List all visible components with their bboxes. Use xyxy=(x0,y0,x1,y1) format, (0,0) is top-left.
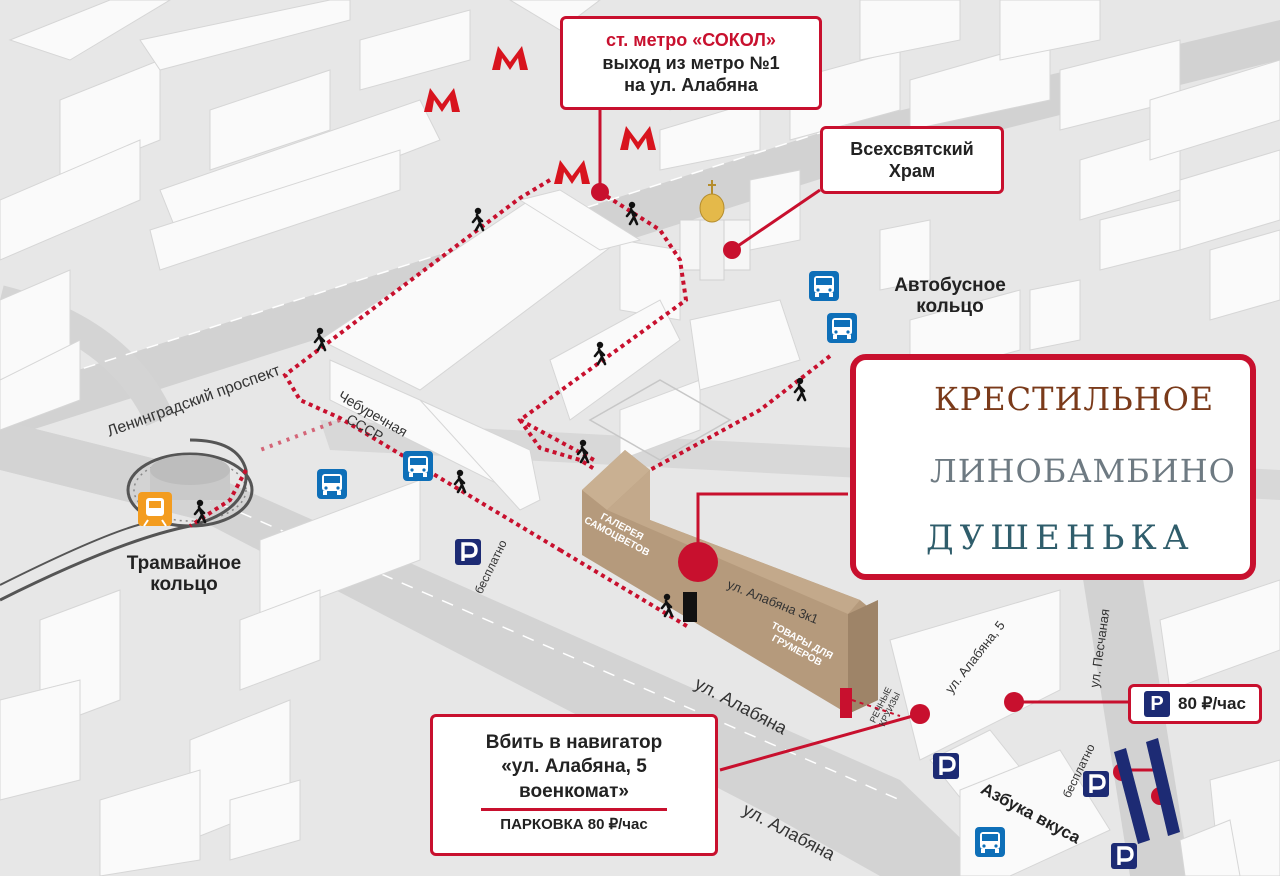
parking-strips xyxy=(1114,738,1180,844)
brand-linobambino: ЛИНОБАМБИНО xyxy=(930,452,1236,490)
tram-stop-icon xyxy=(138,492,172,527)
navigator-line-2: «ул. Алабяна, 5 xyxy=(501,756,647,778)
metro-exit-street: на ул. Алабяна xyxy=(624,75,758,95)
target-building xyxy=(582,450,878,718)
paid-parking-callout: P 80 ₽/час xyxy=(1128,684,1262,724)
brand-dushenka-name: ДУШЕНЬКА xyxy=(926,518,1195,558)
metro-station-name: ст. метро «СОКОЛ» xyxy=(606,30,776,50)
church-building xyxy=(679,180,751,281)
church-callout: Всехсвятский Храм xyxy=(820,126,1004,194)
tram-ring-label: Трамвайное кольцо xyxy=(126,553,242,595)
brand-dushenka: ДУШЕНЬКА xyxy=(926,518,1194,558)
navigator-divider xyxy=(481,807,667,811)
brand-krestilnoe: КРЕСТИЛЬНОЕ xyxy=(934,380,1214,418)
navigator-parking: ПАРКОВКА 80 ₽/час xyxy=(500,815,648,833)
metro-callout: ст. метро «СОКОЛ» выход из метро №1 на у… xyxy=(560,16,822,110)
parking-icon: P xyxy=(1144,691,1171,717)
metro-exit-text: выход из метро №1 xyxy=(602,52,780,73)
navigator-line-3: военкомат» xyxy=(519,780,629,802)
bus-ring-label: Автобусное кольцо xyxy=(894,275,1006,317)
brand-krestilnoe-name: КРЕСТИЛЬНОЕ xyxy=(934,380,1215,418)
brands-callout: КРЕСТИЛЬНОЕ ЛИНОБАМБИНО ДУШЕНЬКА xyxy=(850,354,1256,580)
leader-lines xyxy=(598,106,1160,772)
navigator-callout: Вбить в навигатор «ул. Алабяна, 5 военко… xyxy=(430,714,718,856)
brand-linobambino-name: ЛИНОБАМБИНО xyxy=(930,452,1236,490)
navigator-line-1: Вбить в навигатор xyxy=(485,732,663,753)
paid-parking-price: 80 ₽/час xyxy=(1178,694,1246,713)
